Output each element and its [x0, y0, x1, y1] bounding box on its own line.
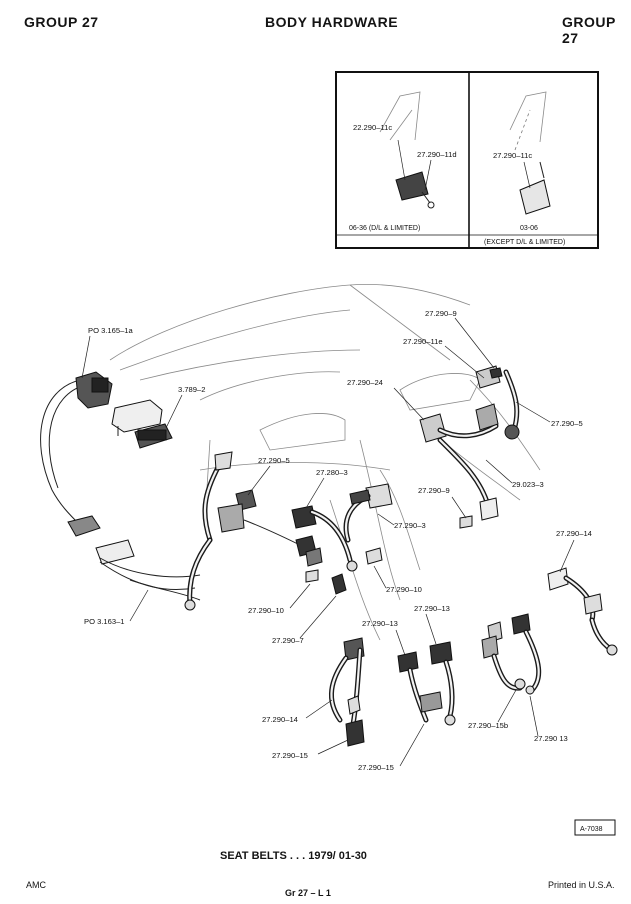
inset-left-caption: 06-36 (D/L & LIMITED): [349, 225, 420, 232]
footer-right: Printed in U.S.A.: [548, 880, 615, 890]
label-27-290-15b: 27.290–15b: [468, 721, 508, 730]
label-22-290-11c: 22.290–11c: [353, 123, 392, 132]
footer-left: AMC: [26, 880, 46, 890]
rear-belt-set-left: [328, 637, 365, 747]
label-27-290-14-right: 27.290–14: [556, 529, 592, 538]
label-29-023-3: 29.023–3: [512, 480, 544, 489]
small-hardware: [305, 547, 383, 595]
buckle-strap-center: [291, 505, 358, 572]
label-27-290-15-b: 27.290–15: [358, 763, 394, 772]
rear-belt-far-right: [547, 567, 618, 656]
wiring-harness: [40, 371, 201, 601]
label-27-290-11e: 27.290–11e: [403, 337, 443, 346]
label-27-290-10-b: 27.290–10: [386, 585, 422, 594]
detail-inset: [335, 71, 599, 249]
inset-right-caption-2: (EXCEPT D/L & LIMITED): [484, 239, 565, 246]
label-po-3-165-1a: PO 3.165–1a: [88, 326, 134, 335]
label-3-789-2: 3.789–2: [178, 385, 205, 394]
footer-center: Gr 27 – L 1: [285, 888, 331, 898]
label-27-290-11c-inset: 27.290–11c: [493, 151, 532, 160]
page-footer-title: SEAT BELTS . . . 1979/ 01-30: [220, 850, 367, 862]
buckle-strap-mid: [343, 483, 393, 543]
label-27-290-7: 27.290–7: [272, 636, 304, 645]
label-27-290-5-right: 27.290–5: [551, 419, 583, 428]
label-27-290-13-b: 27.290–13: [414, 604, 450, 613]
ref-box: [574, 819, 616, 836]
rear-belt-set-center: [397, 641, 456, 726]
label-27-290-11d-inset: 27.290–11d: [417, 150, 457, 159]
rear-belt-set-right: [481, 613, 542, 695]
label-27-290-24: 27.290–24: [347, 378, 383, 387]
label-27-290-13-c: 27.290 13: [534, 734, 568, 743]
label-27-290-9-mid: 27.290–9: [418, 486, 450, 495]
label-27-290-3-mid: 27.290–3: [394, 521, 426, 530]
inset-right-caption-1: 03-06: [520, 225, 538, 232]
label-27-290-10-a: 27.290–10: [248, 606, 284, 615]
label-po-3-163-1: PO 3.163–1: [84, 617, 125, 626]
front-belt-right: [419, 365, 520, 529]
label-27-290-5-left: 27.290–5: [258, 456, 290, 465]
label-27-290-14-left: 27.290–14: [262, 715, 298, 724]
group-label-right: GROUP 27: [562, 14, 616, 46]
label-27-290-13-a: 27.290–13: [362, 619, 398, 628]
label-27-290-9-top: 27.290–9: [425, 309, 457, 318]
label-27-290-15-a: 27.290–15: [272, 751, 308, 760]
vehicle-body-outline: [109, 283, 541, 641]
ref-box-label: A-7038: [580, 826, 603, 833]
front-belt-left: [184, 451, 323, 611]
group-label-left: GROUP 27: [24, 14, 99, 30]
section-title: BODY HARDWARE: [265, 14, 399, 30]
label-27-280-3: 27.280–3: [316, 468, 348, 477]
